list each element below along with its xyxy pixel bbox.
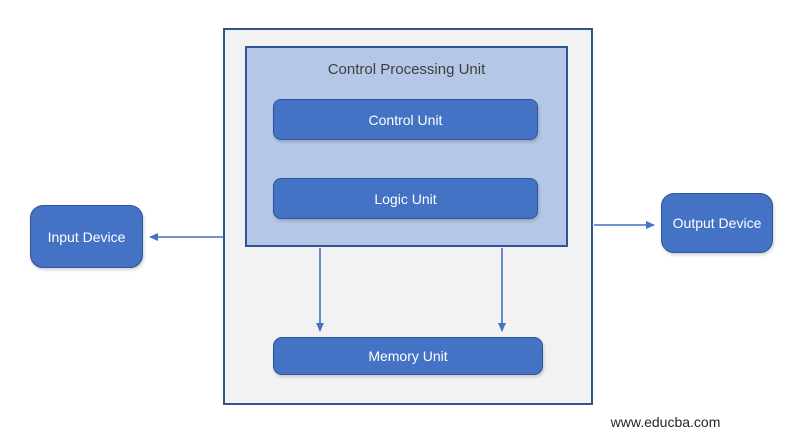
- watermark: www.educba.com: [610, 414, 721, 430]
- node-control-unit: Control Unit: [273, 99, 538, 140]
- node-label: Input Device: [47, 228, 126, 245]
- node-output-device: Output Device: [661, 193, 773, 253]
- node-input-device: Input Device: [30, 205, 143, 268]
- cpu-title: Control Processing Unit: [327, 61, 486, 78]
- node-label: Output Device: [672, 215, 762, 231]
- node-label: Control Unit: [368, 111, 443, 128]
- node-label: Memory Unit: [368, 348, 448, 364]
- node-logic-unit: Logic Unit: [273, 178, 538, 219]
- node-memory-unit: Memory Unit: [273, 337, 543, 375]
- cpu-group: Control Processing Unit Control Unit Log…: [245, 46, 568, 247]
- node-label: Logic Unit: [374, 190, 437, 207]
